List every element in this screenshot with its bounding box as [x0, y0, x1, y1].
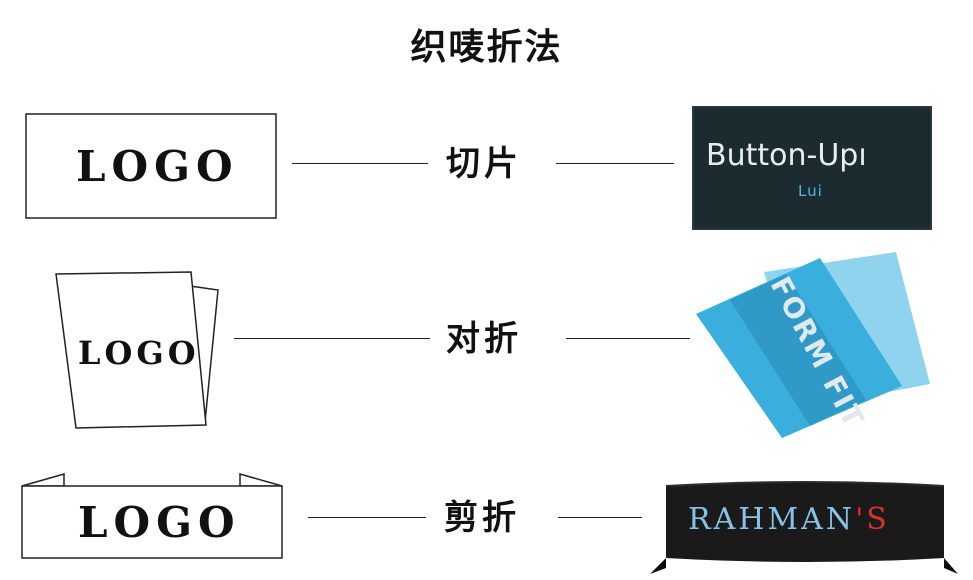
fold-label-cut: 切片 [446, 144, 522, 184]
sample-brand-text: RAHMAN'S [688, 502, 890, 537]
fold-label-center: 对折 [446, 319, 522, 359]
connector-line [234, 338, 430, 339]
connector-line [292, 163, 428, 164]
connector-line [558, 517, 642, 518]
logo-placeholder: LOGO [76, 142, 239, 191]
end-fold-row: LOGO 剪折 RAHMAN'S [0, 460, 973, 580]
sample-label-photo: RAHMAN'S [648, 476, 960, 576]
fold-label-end: 剪折 [444, 498, 520, 538]
connector-line [308, 517, 426, 518]
sample-label-photo: Button-Upı Lui [692, 106, 932, 230]
sample-brand-main: RAHMAN [688, 502, 856, 537]
cut-fold-row: LOGO 切片 Button-Upı Lui [0, 100, 973, 240]
logo-placeholder: LOGO [78, 498, 241, 547]
center-fold-row: LOGO 对折 FORM FIT [0, 250, 973, 440]
page-title: 织唛折法 [410, 27, 563, 68]
sample-sub-text: Lui [798, 182, 823, 200]
connector-line [566, 338, 690, 339]
end-fold-diagram [21, 473, 283, 559]
center-fold-diagram [55, 271, 219, 429]
connector-line [556, 163, 674, 164]
sample-brand-accent: 'S [855, 502, 890, 537]
straight-cut-diagram [25, 113, 277, 219]
logo-placeholder: LOGO [78, 334, 200, 372]
sample-brand-text: Button-Upı [706, 138, 867, 173]
sample-label-photo: FORM FIT [694, 250, 934, 440]
